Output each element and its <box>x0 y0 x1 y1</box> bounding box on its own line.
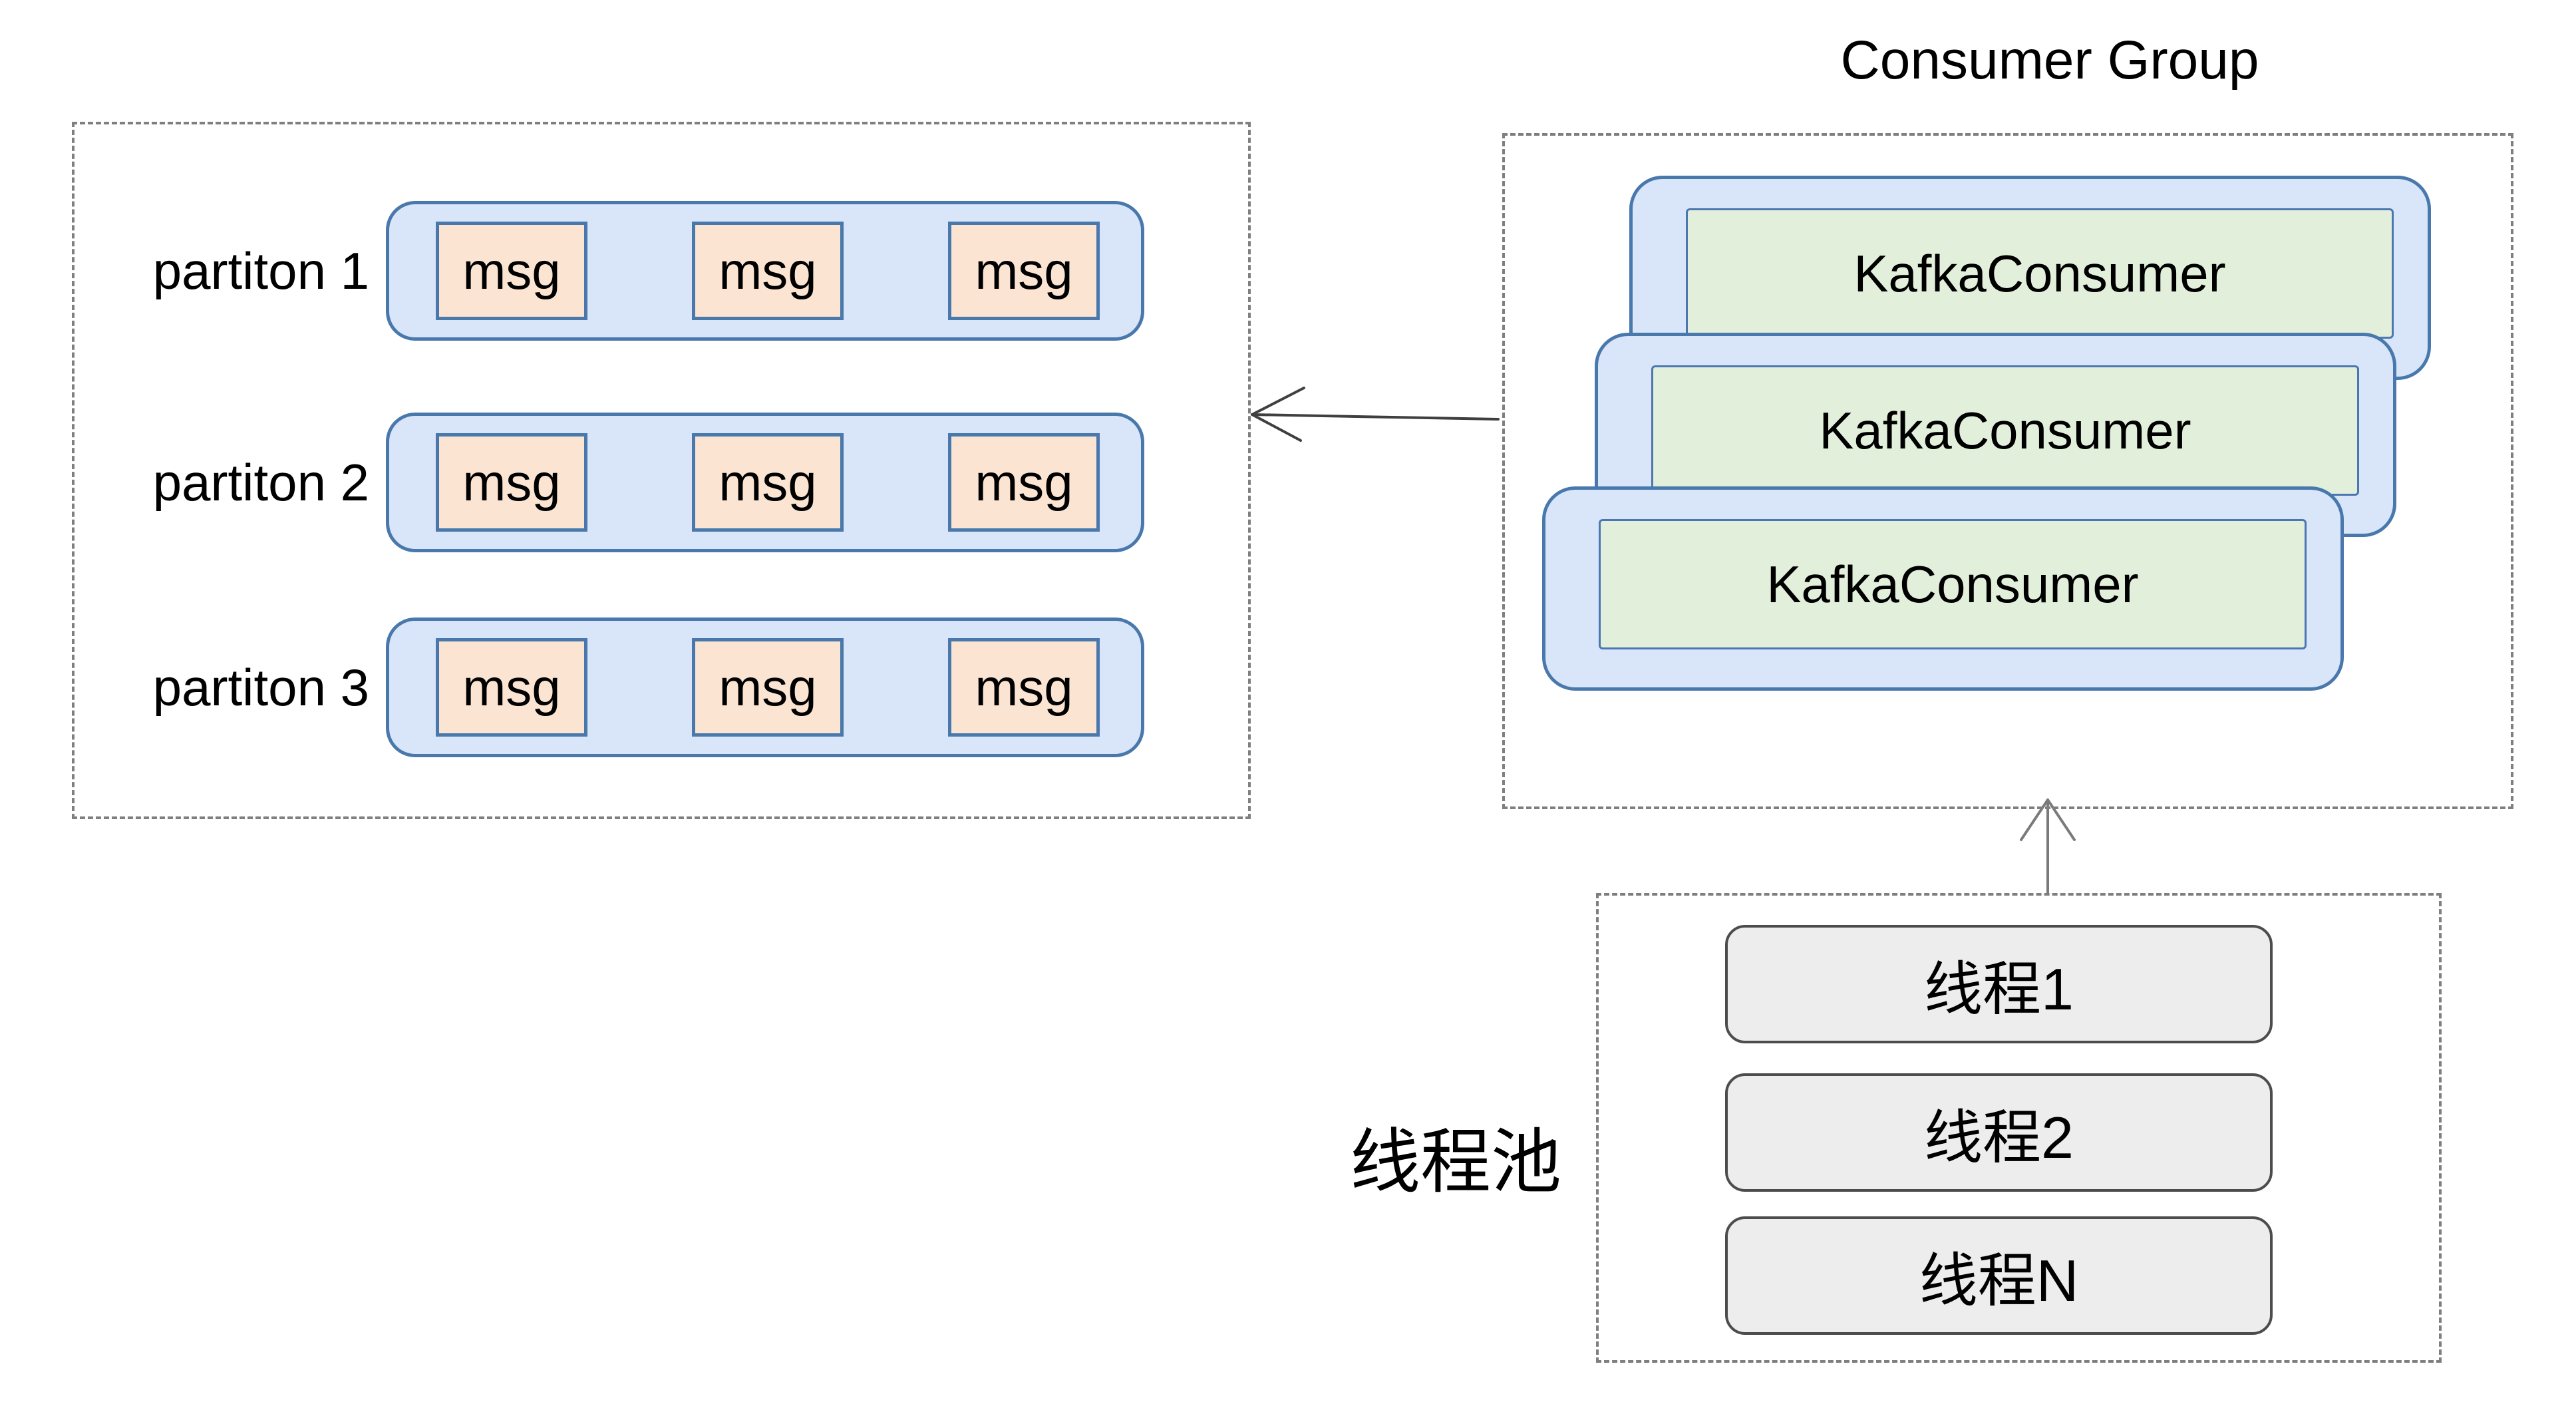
kafka-consumer-label: KafkaConsumer <box>1651 365 2359 496</box>
message-box: msg <box>692 433 844 532</box>
message-box: msg <box>948 638 1100 737</box>
partition-1-label: partiton 1 <box>152 242 369 300</box>
partition-1-pill: msg msg msg <box>386 201 1144 341</box>
thread-item-2: 线程2 <box>1725 1073 2273 1192</box>
thread-pool-label: 线程池 <box>1350 1123 1561 1202</box>
partitions-box <box>72 122 1251 819</box>
message-box: msg <box>948 222 1100 320</box>
arrow-consumer-to-partitions <box>1251 387 1500 442</box>
partition-2-pill: msg msg msg <box>386 413 1144 552</box>
thread-pool-box <box>1596 893 2442 1363</box>
partition-3-label: partiton 3 <box>152 658 369 717</box>
arrow-threadpool-to-consumer <box>2020 798 2076 894</box>
consumer-group-title: Consumer Group <box>1840 30 2259 90</box>
message-box: msg <box>436 433 587 532</box>
consumer-group-box <box>1502 133 2513 809</box>
kafka-consumer-label: KafkaConsumer <box>1599 519 2307 649</box>
thread-item-n: 线程N <box>1725 1216 2273 1335</box>
kafka-consumer-label: KafkaConsumer <box>1686 208 2394 339</box>
kafka-consumer-card-3: KafkaConsumer <box>1542 486 2344 691</box>
partition-2-label: partiton 2 <box>152 453 369 512</box>
partition-3-pill: msg msg msg <box>386 618 1144 757</box>
message-box: msg <box>692 638 844 737</box>
message-box: msg <box>692 222 844 320</box>
message-box: msg <box>948 433 1100 532</box>
thread-item-1: 线程1 <box>1725 925 2273 1043</box>
message-box: msg <box>436 222 587 320</box>
message-box: msg <box>436 638 587 737</box>
